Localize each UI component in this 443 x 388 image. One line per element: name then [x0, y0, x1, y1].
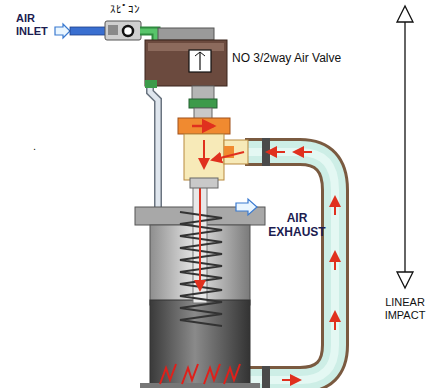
- motion-label: LINEAR IMPACT: [374, 296, 436, 321]
- exhaust-label: AIR EXHAUST: [262, 212, 332, 240]
- dot-mark: .: [33, 140, 36, 153]
- inlet-label: AIR INLET: [16, 12, 56, 37]
- part-label: ｽﾋﾟｺﾝ: [110, 3, 140, 16]
- valve-label: NO 3/2way Air Valve: [232, 52, 341, 66]
